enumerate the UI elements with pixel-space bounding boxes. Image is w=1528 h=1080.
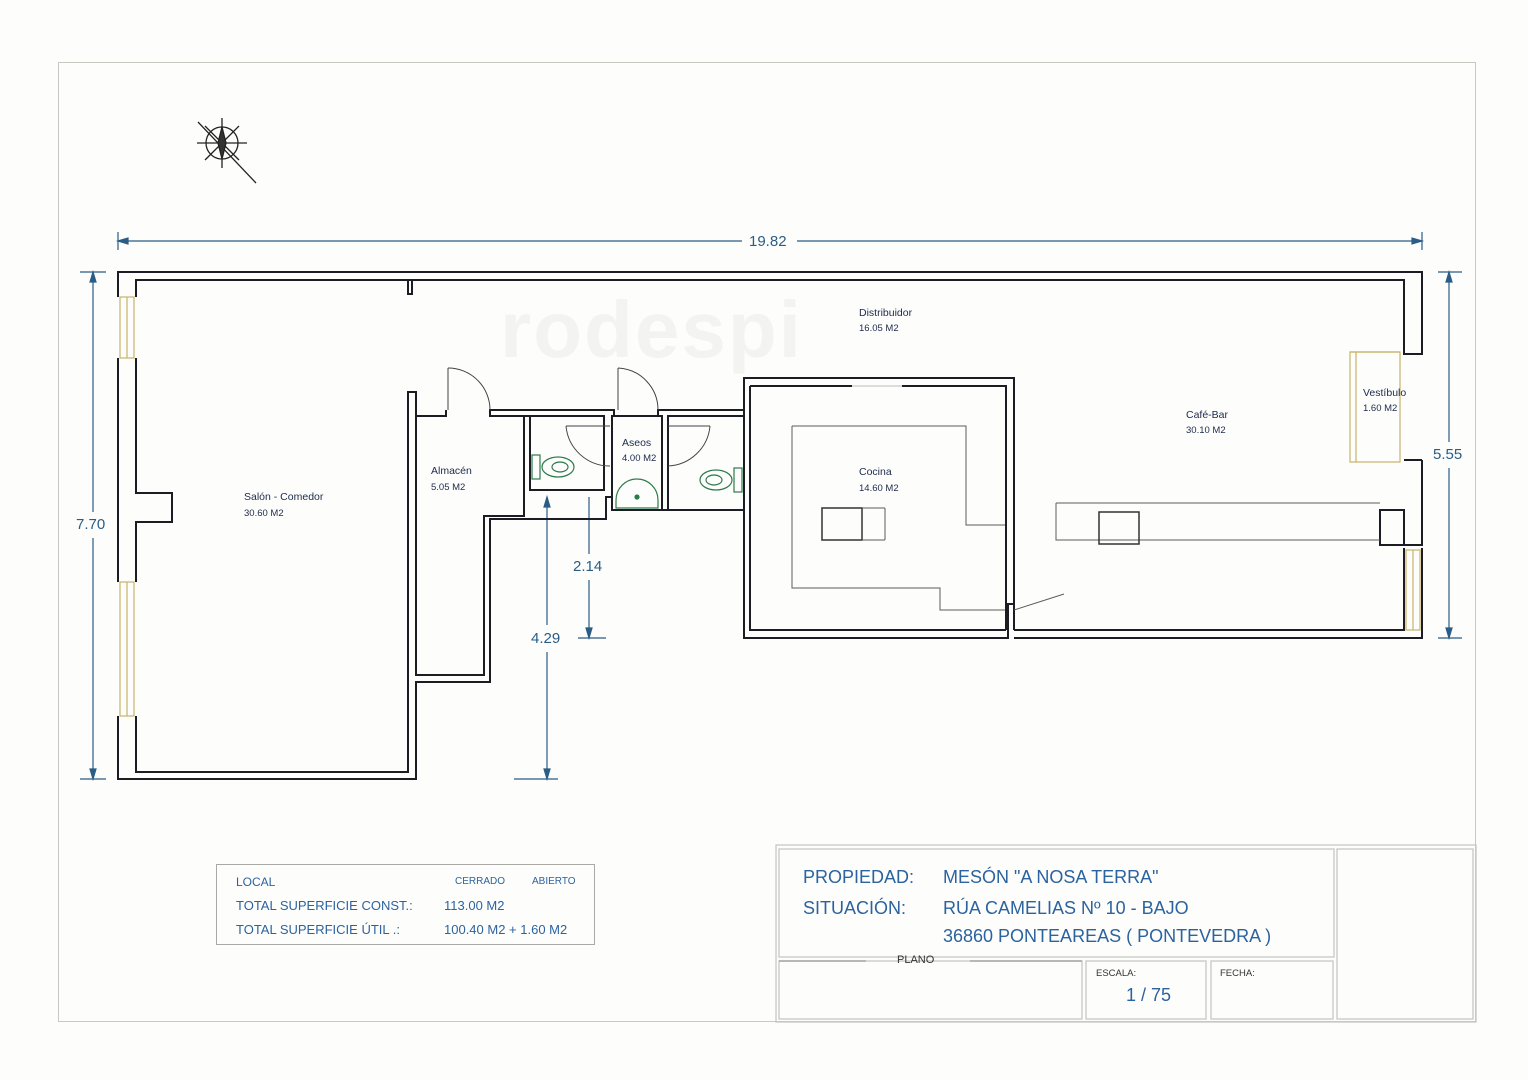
summary-util-value: 100.40 M2 + 1.60 M2 [444,922,568,937]
counters [791,385,1380,611]
room-cocina-area: 14.60 M2 [859,483,899,494]
date-label: FECHA: [1220,968,1255,979]
room-almacen-name: Almacén [431,465,472,477]
dimension-right-depth: 5.55 [1433,446,1463,463]
room-cocina-name: Cocina [859,466,892,478]
room-salon-name: Salón - Comedor [244,491,324,503]
dimension-inner-long: 4.29 [531,630,561,647]
summary-col-closed: CERRADO [455,876,506,887]
dimension-total-depth: 7.70 [76,516,106,533]
windows [119,296,1421,717]
summary-util-label: TOTAL SUPERFICIE ÚTIL .: [236,922,400,937]
room-distribuidor-area: 16.05 M2 [859,323,899,334]
room-distribuidor-name: Distribuidor [859,307,913,319]
property-value: MESÓN "A NOSA TERRA" [943,867,1159,887]
summary-title: LOCAL [236,875,276,889]
drawing-sheet-border [58,62,1476,1022]
room-vestibulo-area: 1.60 M2 [1363,403,1398,414]
room-aseos-name: Aseos [622,437,652,449]
scale-value: 1 / 75 [1126,985,1172,1005]
walls [117,271,1423,780]
scale-label: ESCALA: [1096,968,1137,979]
plan-label: PLANO [897,954,935,966]
dimension-inner-short: 2.14 [573,558,603,575]
sanitary-fixtures [531,454,743,509]
summary-const-value: 113.00 M2 [444,898,505,913]
room-aseos-area: 4.00 M2 [622,453,657,464]
room-salon-area: 30.60 M2 [244,508,284,519]
room-cafebar-area: 30.10 M2 [1186,425,1226,436]
room-vestibulo-name: Vestíbulo [1363,387,1407,399]
property-label: PROPIEDAD: [803,867,915,887]
dimension-lines [80,232,1462,782]
north-arrow-icon [197,118,257,184]
doors [447,367,711,467]
summary-col-open: ABIERTO [532,876,576,887]
summary-const-label: TOTAL SUPERFICIE CONST.: [236,898,413,913]
title-block-frame [775,844,1477,1023]
location-line2: 36860 PONTEAREAS ( PONTEVEDRA ) [943,926,1272,946]
room-almacen-area: 5.05 M2 [431,482,466,493]
surface-summary-table: LOCAL CERRADO ABIERTO TOTAL SUPERFICIE C… [216,864,595,945]
location-line1: RÚA CAMELIAS Nº 10 - BAJO [943,898,1189,918]
location-label: SITUACIÓN: [803,898,907,918]
watermark: rodespi [500,285,803,374]
dimension-total-length: 19.82 [749,233,787,250]
room-cafebar-name: Café-Bar [1186,409,1229,421]
